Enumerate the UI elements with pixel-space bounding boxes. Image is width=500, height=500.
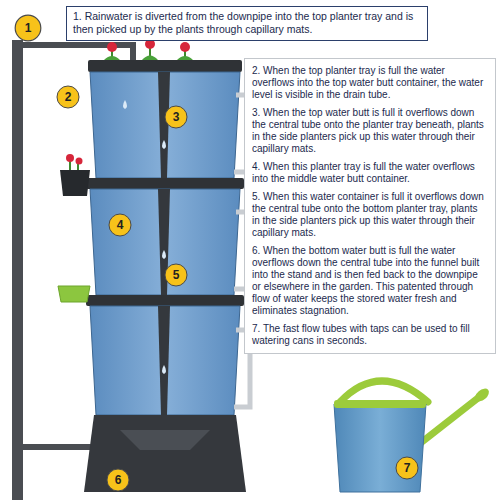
callout-circle-shape xyxy=(165,106,187,128)
description-text: 4. When this planter tray is full the wa… xyxy=(252,161,488,185)
flower xyxy=(107,42,117,52)
downpipe xyxy=(12,40,23,500)
water-butt xyxy=(90,306,240,415)
callout-label: 7 xyxy=(404,462,411,474)
description-text: 6. When the bottom water butt is full th… xyxy=(252,245,488,317)
callout-label: 5 xyxy=(173,269,180,281)
planter-tray xyxy=(88,60,242,72)
planter-tray xyxy=(86,178,244,189)
callout-number: 1 xyxy=(14,14,42,42)
flower xyxy=(76,158,83,165)
callout-label: 6 xyxy=(115,474,122,486)
callout-circle-shape xyxy=(165,264,187,286)
water-drop xyxy=(162,250,166,259)
description-box: 2. When the top planter tray is full the… xyxy=(244,58,496,354)
water-drop xyxy=(123,100,127,109)
water-drop xyxy=(162,365,166,374)
central-tube xyxy=(158,306,170,415)
can-rim xyxy=(334,400,426,408)
callout-circle-shape xyxy=(396,457,418,479)
watering-can xyxy=(334,381,491,492)
callout-circle-shape xyxy=(107,469,129,491)
planter-tray xyxy=(86,295,244,306)
flower xyxy=(66,154,74,162)
side-planter xyxy=(58,286,90,302)
callout-number: 6 xyxy=(106,468,130,492)
plant-leaves xyxy=(104,56,193,61)
callout-number: 3 xyxy=(164,105,188,129)
callout-circle-shape xyxy=(109,214,131,236)
water-butt xyxy=(90,72,240,178)
flower xyxy=(180,42,190,52)
water-drops xyxy=(123,100,166,374)
description-text: 3. When the top water butt is full it ov… xyxy=(252,107,488,155)
can-handle xyxy=(340,381,428,402)
description-text: 7. The fast flow tubes with taps can be … xyxy=(252,323,488,347)
callout-circle-shape xyxy=(57,86,79,108)
stand xyxy=(84,415,246,492)
note-box: 1. Rainwater is diverted from the downpi… xyxy=(66,6,428,41)
callout-number: 4 xyxy=(108,213,132,237)
description-text: 5. When this water container is full it … xyxy=(252,191,488,239)
can-spout xyxy=(418,398,478,445)
callout-label: 4 xyxy=(117,219,124,231)
stand-funnel xyxy=(120,430,210,450)
callout-label: 1 xyxy=(25,22,32,34)
can-rose xyxy=(473,386,492,404)
side-planter xyxy=(60,170,90,196)
callout-label: 3 xyxy=(173,111,180,123)
description-text: 1. Rainwater is diverted from the downpi… xyxy=(73,10,421,37)
water-drop xyxy=(162,140,166,149)
plants xyxy=(104,39,193,62)
callout-number: 7 xyxy=(395,456,419,480)
water-butt xyxy=(90,189,240,295)
callout-number: 2 xyxy=(56,85,80,109)
can-body xyxy=(334,404,426,492)
callout-circle-shape xyxy=(15,15,41,41)
description-text: 2. When the top planter tray is full the… xyxy=(252,65,488,101)
return-pipe xyxy=(23,444,100,450)
callout-label: 2 xyxy=(65,91,72,103)
callout-number: 5 xyxy=(164,263,188,287)
